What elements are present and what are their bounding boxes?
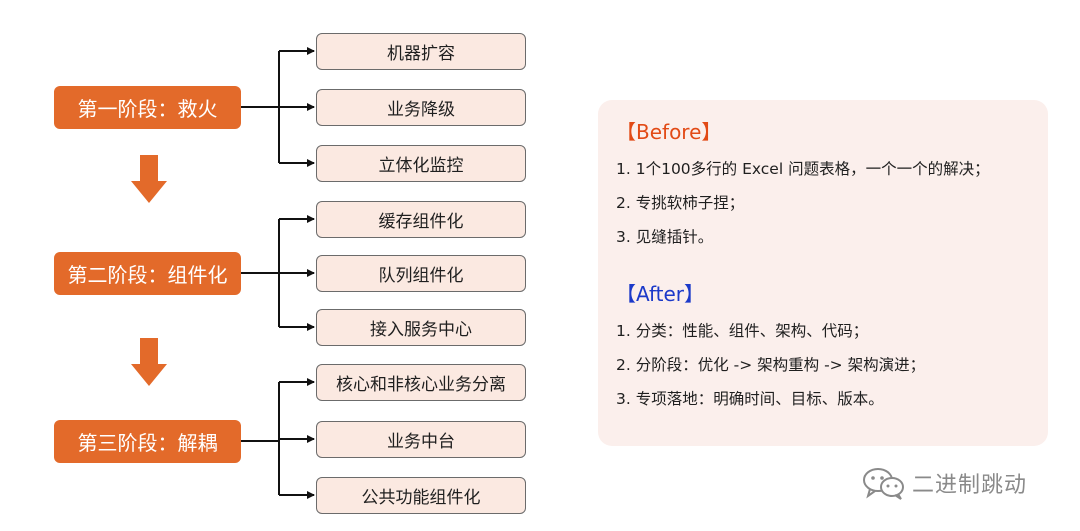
before-item: 2. 专挑软柿子捏； [616, 194, 745, 212]
down-arrow-icon [131, 338, 167, 386]
before-heading: 【Before】 [616, 120, 722, 144]
after-heading: 【After】 [616, 282, 705, 306]
before-list: 1. 1个100多行的 Excel 问题表格，一个一个的解决； 2. 专挑软柿子… [616, 152, 1048, 254]
task-box: 公共功能组件化 [316, 477, 526, 514]
after-list: 1. 分类：性能、组件、架构、代码； 2. 分阶段：优化 -> 架构重构 -> … [616, 314, 1048, 416]
stage-decouple-box: 第三阶段：解耦 [54, 420, 241, 463]
stage-rescue-box: 第一阶段：救火 [54, 86, 241, 129]
task-box: 业务降级 [316, 89, 526, 126]
after-item: 1. 分类：性能、组件、架构、代码； [616, 322, 869, 340]
watermark: 二进制跳动 [862, 464, 1027, 502]
comparison-panel: 【Before】 1. 1个100多行的 Excel 问题表格，一个一个的解决；… [598, 100, 1048, 446]
task-box: 接入服务中心 [316, 309, 526, 346]
watermark-text: 二进制跳动 [912, 473, 1028, 498]
task-box: 业务中台 [316, 421, 526, 458]
task-box: 机器扩容 [316, 33, 526, 70]
task-box: 队列组件化 [316, 255, 526, 292]
stage-componentize-box: 第二阶段：组件化 [54, 252, 241, 295]
down-arrow-icon [131, 155, 167, 203]
wechat-icon [863, 468, 904, 500]
after-item: 3. 专项落地：明确时间、目标、版本。 [616, 390, 884, 408]
before-item: 3. 见缝插针。 [616, 228, 714, 246]
before-item: 1. 1个100多行的 Excel 问题表格，一个一个的解决； [616, 160, 990, 178]
after-item: 2. 分阶段：优化 -> 架构重构 -> 架构演进； [616, 356, 926, 374]
task-box: 缓存组件化 [316, 201, 526, 238]
task-box: 立体化监控 [316, 145, 526, 182]
task-box: 核心和非核心业务分离 [316, 364, 526, 401]
